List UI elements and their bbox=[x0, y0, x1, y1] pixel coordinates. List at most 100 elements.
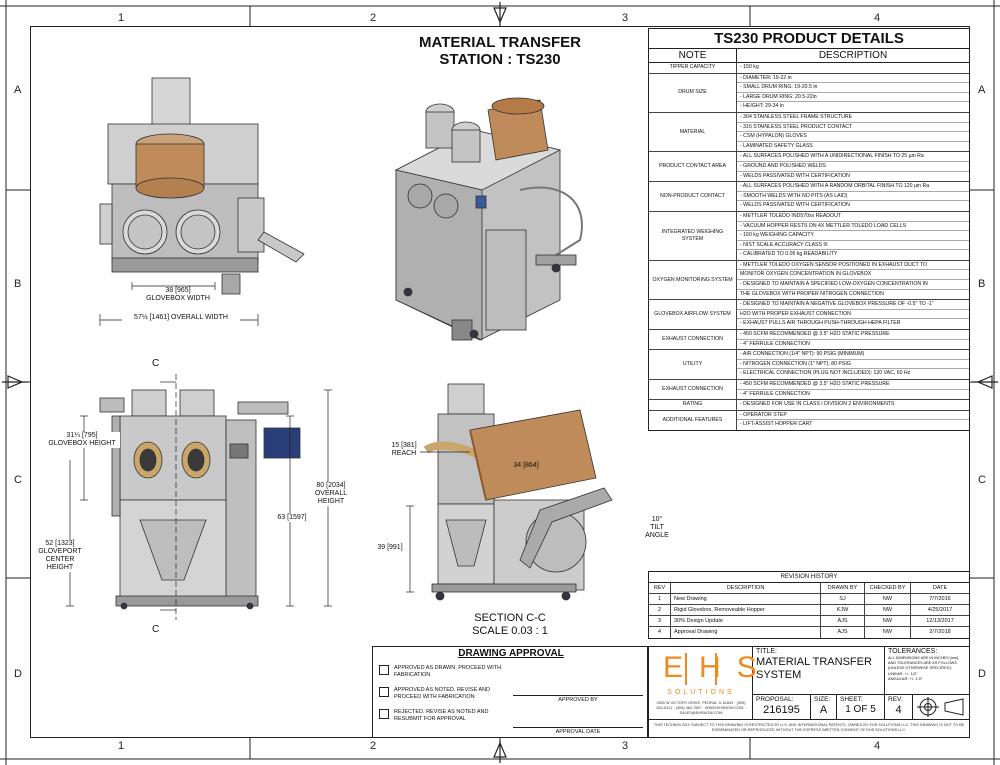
product-detail-line: - 4" FERRULE CONNECTION bbox=[740, 340, 810, 347]
dim-glovebox-height: 31¼ [795] GLOVEBOX HEIGHT bbox=[44, 432, 120, 448]
product-detail-description: - 450 SCFM RECOMMENDED @ 3.5" H2O STATIC… bbox=[737, 380, 969, 399]
sheet-label: SHEET: bbox=[840, 696, 863, 703]
dim-glovebox-width-label: GLOVEBOX WIDTH bbox=[146, 295, 210, 302]
logo-divider bbox=[685, 653, 687, 685]
zone-left-a: A bbox=[14, 84, 22, 96]
product-detail-line: - ALL SURFACES POLISHED WITH A UNIDIRECT… bbox=[737, 152, 969, 162]
size-cell: SIZE: A bbox=[811, 695, 837, 719]
revision-drawn-by: AJS bbox=[821, 616, 865, 626]
zone-bottom-3: 3 bbox=[622, 740, 629, 752]
product-detail-description: - DIAMETER: 19-22 in - SMALL DRUM RING: … bbox=[737, 74, 969, 112]
product-detail-row: MATERIAL- 304 STAINLESS STEEL FRAME STRU… bbox=[649, 112, 969, 153]
logo-letter-s: S bbox=[736, 651, 758, 684]
product-detail-note: UTILITY bbox=[649, 350, 737, 379]
zone-left-d: D bbox=[14, 668, 22, 680]
product-details-table: TS230 PRODUCT DETAILS NOTE DESCRIPTION T… bbox=[648, 28, 970, 431]
tolerances-label: TOLERANCES: bbox=[888, 648, 938, 655]
approved-by-field[interactable]: APPROVED BY bbox=[513, 695, 643, 703]
dim-reach-value: 15 [381] bbox=[391, 442, 417, 449]
product-detail-description: - METTLER TOLEDO OXYGEN SENSOR POSITIONE… bbox=[737, 261, 969, 299]
size-value: A bbox=[819, 704, 828, 716]
product-detail-line: - LAMINATED SAFETY GLASS bbox=[740, 142, 813, 149]
dim-gloveport-label1: GLOVEPORT bbox=[38, 548, 82, 555]
dim-height-63: 63 [1597] bbox=[270, 514, 314, 522]
zone-bottom-2: 2 bbox=[370, 740, 377, 752]
product-detail-row: DRUM SIZE- DIAMETER: 19-22 in - SMALL DR… bbox=[649, 73, 969, 113]
tolerance-linear: LINEAR: +/- 1/2" bbox=[888, 671, 918, 677]
product-detail-line: - LARGE DRUM RING: 20.5-22in bbox=[737, 93, 969, 103]
drawing-title-line1: MATERIAL TRANSFER bbox=[419, 34, 581, 51]
approval-date-field[interactable]: APPROVAL DATE bbox=[513, 727, 643, 735]
dim-tilt-label1: TILT bbox=[650, 524, 664, 531]
zone-left-c: C bbox=[14, 474, 22, 486]
product-detail-line: - CALIBRATED TO 0.05 kg READABILITY bbox=[740, 251, 838, 258]
approval-checkbox-drawn[interactable] bbox=[379, 665, 389, 675]
product-detail-description: - AIR CONNECTION (1/4" NPT): 90 PSIG (MI… bbox=[737, 350, 969, 379]
product-detail-description: - 150 kg bbox=[737, 63, 969, 73]
dim-reach: 15 [381] REACH bbox=[384, 442, 424, 458]
revision-checked-by: NW bbox=[865, 627, 911, 638]
revision-date: 4/25/2017 bbox=[927, 607, 953, 613]
product-detail-note: PRODUCT CONTACT AREA bbox=[649, 152, 737, 182]
revision-history-title: REVISION HISTORY bbox=[649, 572, 969, 583]
proposal-label: PROPOSAL: bbox=[756, 696, 794, 703]
product-detail-line: - VACUUM HOPPER RESTS ON 4X METTLER TOLE… bbox=[737, 222, 969, 232]
approval-option-rejected: REJECTED. REVISE AS NOTED AND RESUBMIT F… bbox=[379, 709, 509, 723]
product-detail-note: MATERIAL bbox=[649, 112, 737, 152]
approval-checkbox-noted[interactable] bbox=[379, 687, 389, 697]
product-detail-line: MONITOR OXYGEN CONCENTRATION IN GLOVEBOX bbox=[737, 270, 969, 281]
approval-checkbox-rejected[interactable] bbox=[379, 709, 389, 719]
section-view bbox=[423, 383, 613, 601]
dim-overall-width: 57½ [1461] OVERALL WIDTH bbox=[122, 314, 240, 322]
date-col-header: DATE bbox=[932, 585, 948, 591]
dim-glovebox-height-label: GLOVEBOX HEIGHT bbox=[48, 440, 116, 447]
product-detail-line: - 150 kg bbox=[740, 64, 759, 70]
dim-overall-height: 80 [2034] OVERALL HEIGHT bbox=[306, 482, 356, 506]
product-detail-row: ADDITIONAL FEATURES- OPERATOR STEP- LIFT… bbox=[649, 410, 969, 430]
zone-bottom-4: 4 bbox=[874, 740, 881, 752]
dim-height-39: 39 [991] bbox=[377, 544, 403, 551]
product-detail-note: OXYGEN MONITORING SYSTEM bbox=[649, 260, 737, 300]
product-detail-line: - METTLER TOLEDO OXYGEN SENSOR POSITIONE… bbox=[737, 261, 969, 271]
front-view bbox=[99, 389, 301, 610]
rev-value: 4 bbox=[895, 704, 902, 716]
section-cut-top: C bbox=[152, 358, 160, 369]
desc-col-header: DESCRIPTION bbox=[671, 583, 821, 593]
product-detail-row: PRODUCT CONTACT AREA- ALL SURFACES POLIS… bbox=[649, 152, 969, 183]
drawing-title-line2: STATION : TS230 bbox=[439, 51, 561, 68]
revision-drawn-by: AJS bbox=[821, 627, 865, 638]
top-view bbox=[99, 77, 305, 295]
revision-history-table: REVISION HISTORY REV DESCRIPTION DRAWN B… bbox=[648, 571, 970, 639]
dim-overall-height-label1: OVERALL bbox=[314, 490, 348, 497]
dim-drum: 34 [864] bbox=[513, 462, 539, 469]
dim-gloveport: 52 [1323] GLOVEPORT CENTER HEIGHT bbox=[34, 540, 86, 572]
product-detail-row: NON-PRODUCT CONTACT- ALL SURFACES POLISH… bbox=[649, 182, 969, 212]
product-detail-description: - 450 SCFM RECOMMENDED @ 3.5" H2O STATIC… bbox=[737, 330, 969, 349]
product-detail-line: - DESIGNED TO MAINTAIN A SPECIFIED LOW-O… bbox=[737, 280, 969, 290]
product-detail-line: - LIFT-ASSIST HOPPER CART bbox=[740, 421, 813, 428]
dim-tilt: 10° TILT ANGLE bbox=[640, 516, 674, 540]
product-detail-line: - DESIGNED TO MAINTAIN A NEGATIVE GLOVEB… bbox=[737, 300, 969, 310]
product-detail-line: - AIR CONNECTION (1/4" NPT): 90 PSIG (MI… bbox=[737, 350, 969, 360]
dim-glovebox-height-value: 31¼ [795] bbox=[66, 432, 98, 439]
revision-header-row: REV DESCRIPTION DRAWN BY CHECKED BY DATE bbox=[649, 583, 969, 594]
title-cell: TITLE: MATERIAL TRANSFER SYSTEM bbox=[753, 647, 885, 695]
product-detail-note: EXHAUST CONNECTION bbox=[649, 380, 737, 400]
zone-right-c: C bbox=[978, 474, 986, 486]
drawing-approval-box: DRAWING APPROVAL APPROVED AS DRAWN. PROC… bbox=[372, 646, 648, 738]
revision-number: 2 bbox=[649, 605, 671, 615]
revision-number: 4 bbox=[649, 627, 671, 638]
revision-drawn-by: KJW bbox=[821, 605, 865, 615]
section-title-line2: SCALE 0.03 : 1 bbox=[472, 625, 548, 637]
revision-description: Rigid Glovebox, Removeable Hopper bbox=[671, 605, 821, 615]
dim-tilt-label2: ANGLE bbox=[645, 532, 669, 539]
revision-description: 30% Design Update bbox=[671, 616, 821, 626]
revision-number: 1 bbox=[649, 594, 671, 604]
product-detail-line: - OPERATOR STEP bbox=[737, 411, 969, 421]
rev-cell: REV: 4 bbox=[885, 695, 913, 719]
